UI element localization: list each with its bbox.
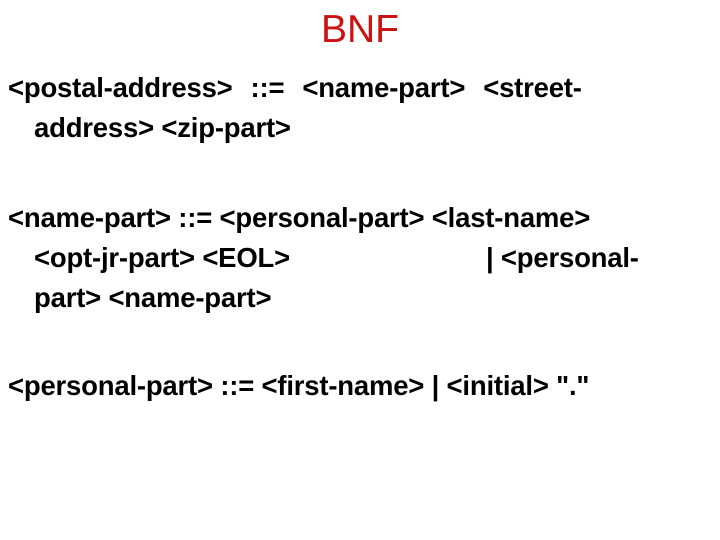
nonterminal-opt-jr-part-eol: <opt-jr-part> <EOL> <box>34 242 290 273</box>
bnf-rule-name-part: <name-part> ::= <personal-part> <last-na… <box>8 198 714 318</box>
slide-title: BNF <box>321 8 399 51</box>
bnf-rule-personal-part: <personal-part> ::= <first-name> | <init… <box>8 366 714 406</box>
operator-defines: ::= <box>250 72 285 103</box>
nonterminal-postal-address: <postal-address> <box>8 72 233 103</box>
bnf-rules-body: <postal-address>::= <name-part> <street- a… <box>8 68 714 406</box>
bnf-rule-line: <postal-address>::= <name-part> <street- <box>8 68 714 108</box>
alternation-personal-part-head: | <personal- <box>485 242 639 273</box>
rule-spacer <box>8 148 714 198</box>
nonterminal-street-address-tail-and-zip-part: address> <zip-part> <box>34 112 291 143</box>
rule-spacer <box>8 318 714 366</box>
bnf-rule-line-continuation: <opt-jr-part> <EOL> | <personal- <box>8 238 714 278</box>
personal-part-definition: <personal-part> ::= <first-name> | <init… <box>8 370 590 401</box>
bnf-rule-line-continuation: address> <zip-part> <box>8 108 714 148</box>
nonterminal-name-part: <name-part> <box>302 72 466 103</box>
name-part-definition: <name-part> ::= <personal-part> <last-na… <box>8 202 591 233</box>
bnf-rule-line: <personal-part> ::= <first-name> | <init… <box>8 366 714 406</box>
nonterminal-personal-part-tail-and-name-part: part> <name-part> <box>34 282 272 313</box>
bnf-rule-line: <name-part> ::= <personal-part> <last-na… <box>8 198 714 238</box>
nonterminal-street-address-head: <street- <box>483 72 582 103</box>
bnf-rule-postal-address: <postal-address>::= <name-part> <street- a… <box>8 68 714 148</box>
bnf-rule-line-continuation: part> <name-part> <box>8 278 714 318</box>
